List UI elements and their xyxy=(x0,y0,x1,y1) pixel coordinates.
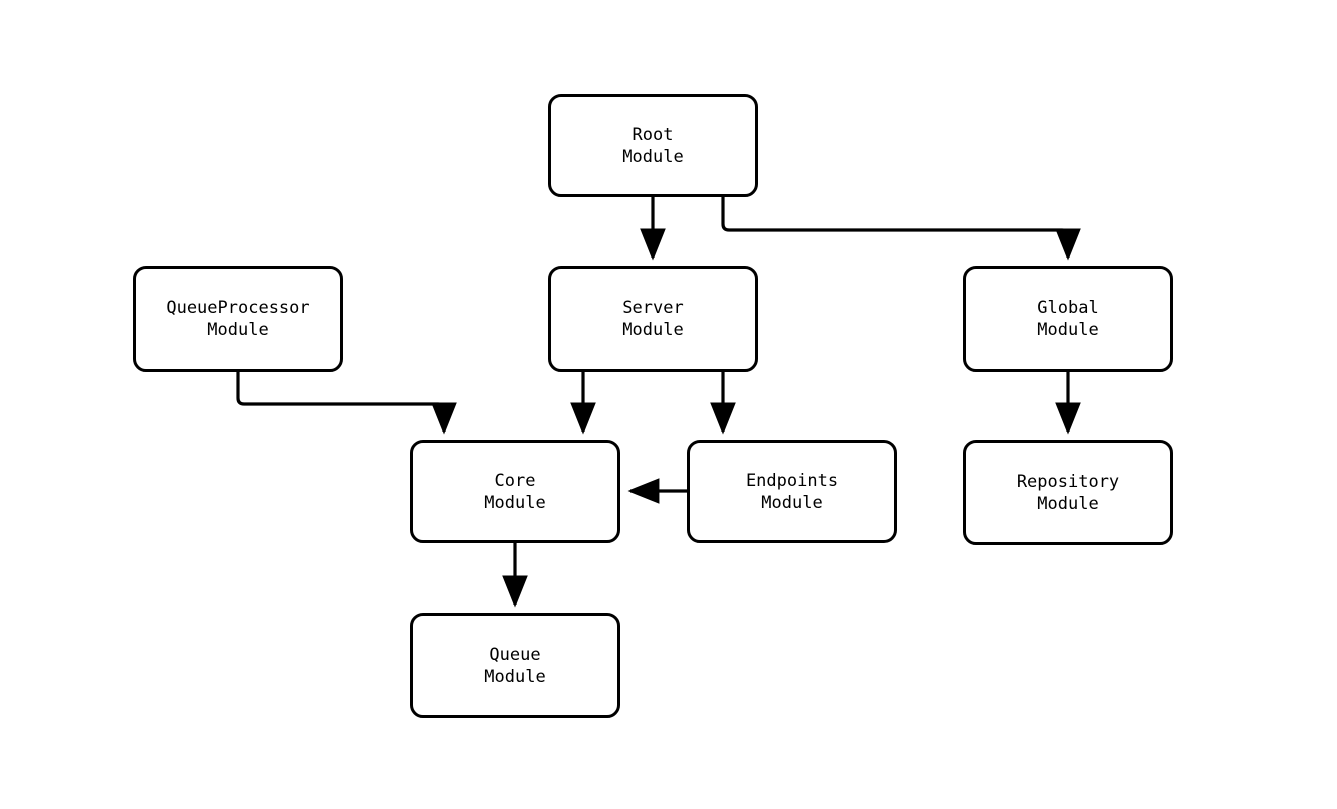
node-repository-module-label-line2: Module xyxy=(1037,493,1099,514)
node-repository-module-label-line1: Repository xyxy=(1016,471,1120,492)
node-endpoints-module-label-line1: Endpoints xyxy=(745,470,839,491)
node-root-module[interactable]: Root Module xyxy=(548,94,758,197)
node-core-module[interactable]: Core Module xyxy=(410,440,620,543)
node-queueprocessor-module-label-line2: Module xyxy=(207,320,269,340)
node-endpoints-module-label-line2: Module xyxy=(761,492,823,513)
node-queueprocessor-module[interactable]: QueueProcessor Module xyxy=(133,266,343,372)
node-global-module-label-line2: Module xyxy=(1037,320,1099,340)
node-core-module-label-line1: Core xyxy=(494,470,536,491)
node-repository-module[interactable]: Repository Module xyxy=(963,440,1173,545)
node-root-module-label-line2: Module xyxy=(622,146,684,167)
node-queueprocessor-module-label-line1: QueueProcessor xyxy=(166,298,310,318)
node-queue-module-label-line1: Queue xyxy=(489,644,541,665)
node-server-module[interactable]: Server Module xyxy=(548,266,758,372)
node-global-module-label-line1: Global xyxy=(1037,298,1099,318)
node-core-module-label-line2: Module xyxy=(484,492,546,513)
edge-root-to-global xyxy=(721,197,1081,261)
node-server-module-label-line2: Module xyxy=(622,320,684,340)
node-root-module-label-line1: Root xyxy=(632,124,674,145)
edge-queueprocessor-to-core xyxy=(236,372,457,435)
node-server-module-label-line1: Server xyxy=(622,298,684,318)
node-queue-module[interactable]: Queue Module xyxy=(410,613,620,718)
node-endpoints-module[interactable]: Endpoints Module xyxy=(687,440,897,543)
node-queue-module-label-line2: Module xyxy=(484,666,546,687)
node-global-module[interactable]: Global Module xyxy=(963,266,1173,372)
